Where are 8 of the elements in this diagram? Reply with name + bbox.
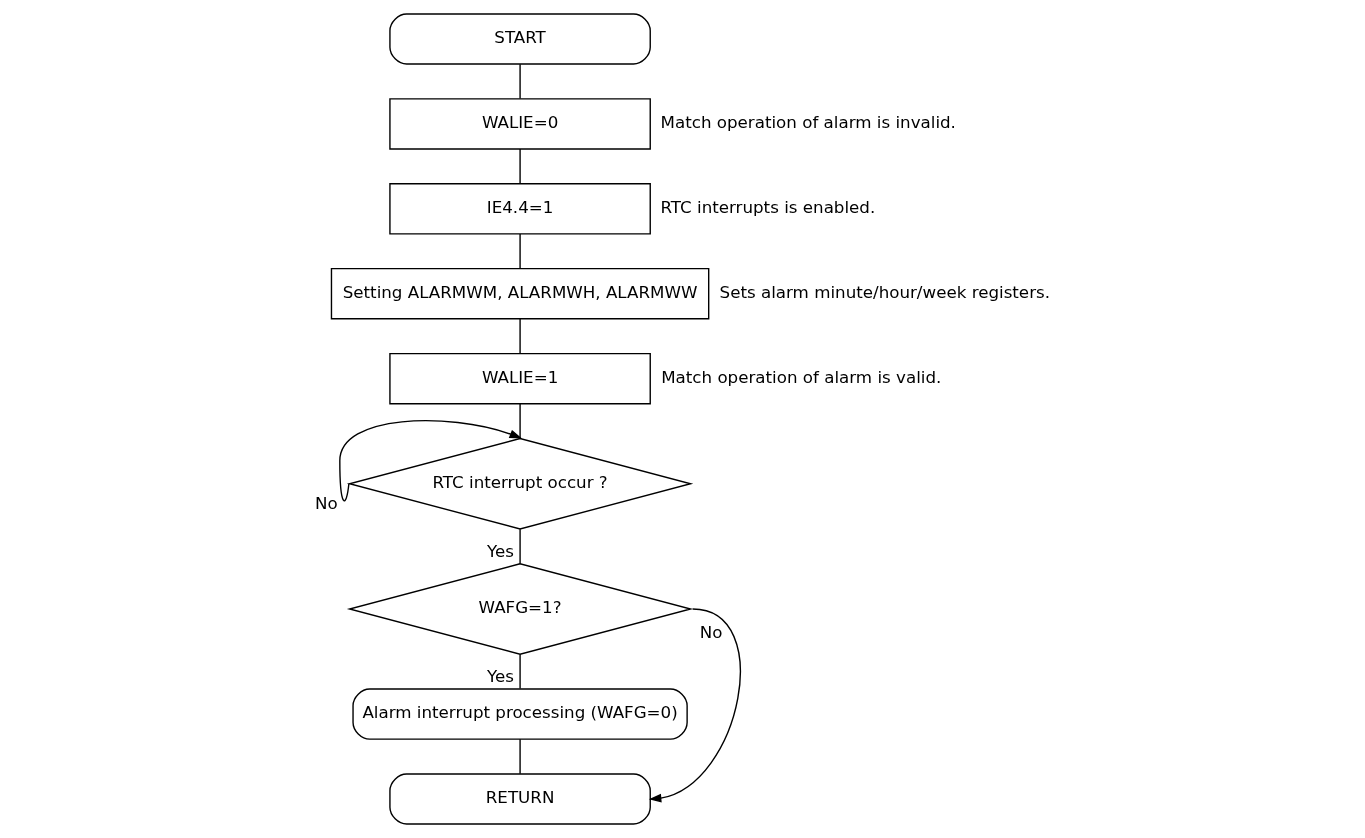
node-label: Match operation of alarm is invalid. <box>660 112 956 133</box>
node-label: RTC interrupts is enabled. <box>660 197 876 218</box>
edge-label: No <box>699 621 723 642</box>
edge-label: No <box>315 492 338 513</box>
node-label: Match operation of alarm is valid. <box>661 366 942 387</box>
edge-label: Yes <box>486 666 514 687</box>
edge-label: Yes <box>486 541 514 562</box>
node-label: Sets alarm minute/hour/week registers. <box>719 282 1051 303</box>
